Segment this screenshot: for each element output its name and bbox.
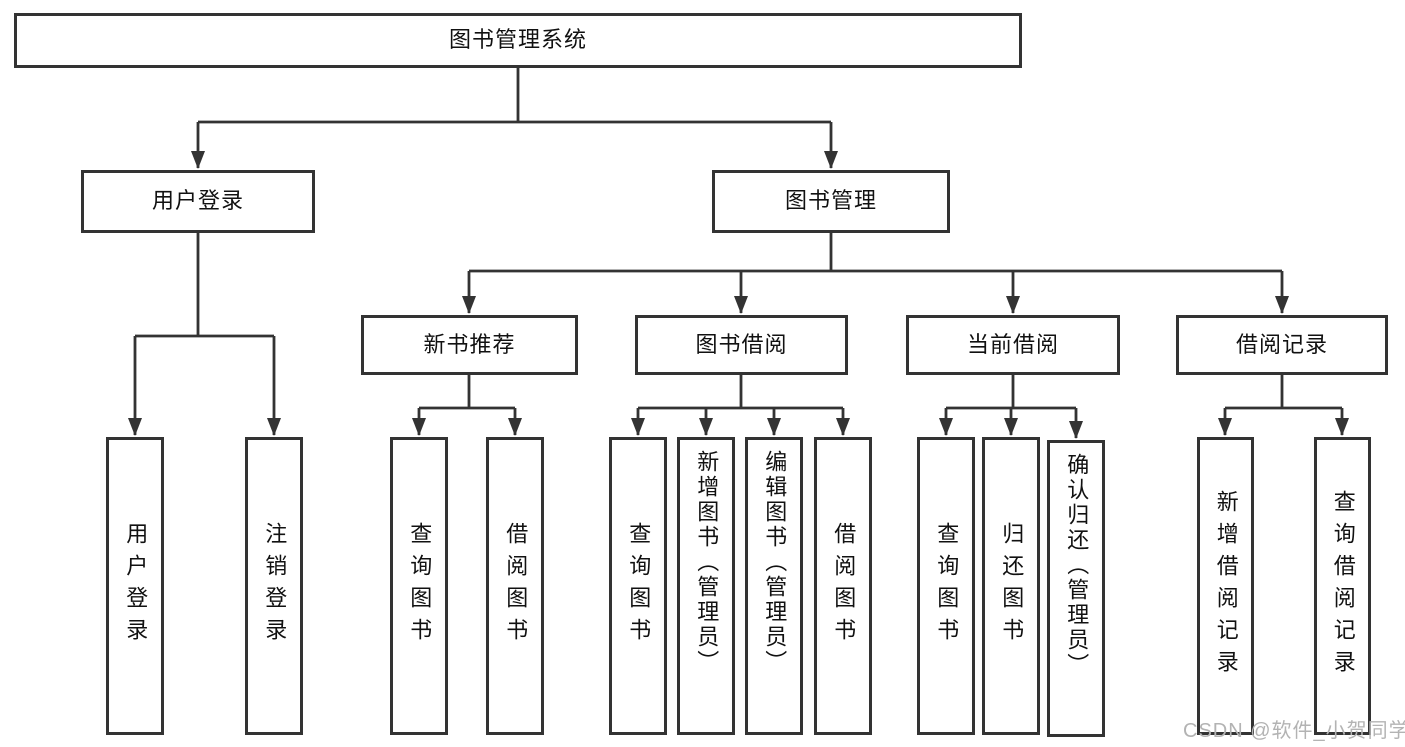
node-label: 查询图书 [626,522,652,650]
node-borrow-record: 借阅记录 [1176,315,1388,375]
node-book-borrow: 图书借阅 [635,315,848,375]
leaf-query-borrow-record: 查询借阅记录 [1314,437,1371,735]
leaf-borrow-query-book: 查询图书 [609,437,667,735]
node-label: 图书管理 [784,188,877,214]
node-label: 编辑图书（管理员） [762,450,788,675]
node-label: 图书管理系统 [448,27,587,53]
leaf-add-book-admin: 新增图书（管理员） [677,437,735,735]
leaf-edit-book-admin: 编辑图书（管理员） [745,437,803,735]
leaf-user-login: 用户登录 [106,437,164,735]
node-label: 图书借阅 [695,331,788,357]
node-user-login: 用户登录 [81,170,315,233]
node-label: 新书推荐 [423,331,516,357]
node-current-borrow: 当前借阅 [906,315,1120,375]
node-label: 查询借阅记录 [1330,490,1356,682]
leaf-recommend-query-book: 查询图书 [390,437,448,735]
watermark: CSDN @软件_小贺同学 [1183,720,1405,742]
node-label: 注销登录 [262,522,288,650]
node-root: 图书管理系统 [14,13,1022,68]
leaf-confirm-return-admin: 确认归还（管理员） [1047,440,1105,737]
node-label: 用户登录 [123,522,149,650]
node-label: 借阅图书 [503,522,529,650]
node-label: 借阅图书 [831,522,857,650]
leaf-recommend-borrow-book: 借阅图书 [486,437,544,735]
node-label: 新增图书（管理员） [694,450,720,675]
leaf-logout: 注销登录 [245,437,303,735]
node-label: 确认归还（管理员） [1064,453,1090,678]
node-label: 用户登录 [151,188,244,214]
node-label: 新增借阅记录 [1213,490,1239,682]
leaf-borrow-book: 借阅图书 [814,437,872,735]
node-label: 借阅记录 [1235,331,1328,357]
leaf-add-borrow-record: 新增借阅记录 [1197,437,1254,735]
leaf-return-book: 归还图书 [982,437,1040,735]
node-label: 查询图书 [407,522,433,650]
node-book-management: 图书管理 [712,170,950,233]
node-new-book-recommend: 新书推荐 [361,315,578,375]
node-label: 查询图书 [934,522,960,650]
node-label: 归还图书 [999,522,1025,650]
leaf-current-query-book: 查询图书 [917,437,975,735]
node-label: 当前借阅 [966,331,1059,357]
